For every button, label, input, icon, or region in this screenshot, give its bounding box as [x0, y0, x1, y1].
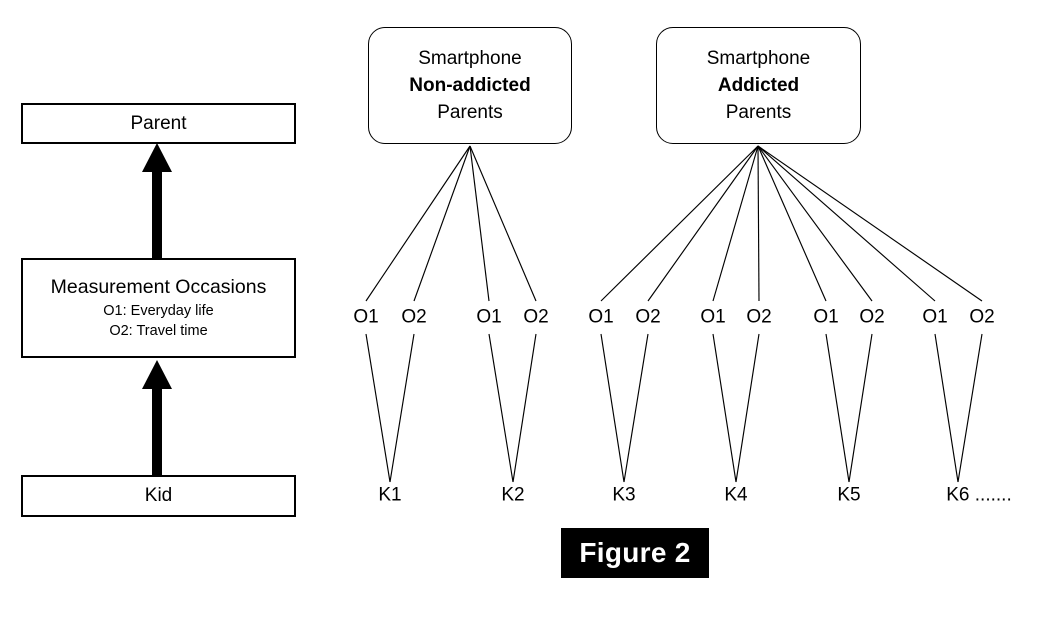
edge-nonaddicted-o1a — [365, 145, 471, 302]
occasion-label-1[interactable]: O1 — [353, 306, 379, 328]
level-title-measurement-occasions: Measurement Occasions — [50, 276, 267, 298]
kid-label-k1[interactable]: K1 — [378, 484, 402, 506]
occasion-label-2[interactable]: O2 — [401, 306, 427, 328]
group-line2-non-addicted: Non-addicted — [409, 75, 531, 96]
edge-nonaddicted-o2a — [413, 145, 471, 302]
edge-o2-k5 — [848, 333, 873, 483]
edge-addicted-o1a — [600, 145, 759, 302]
kid-label-k2[interactable]: K2 — [501, 484, 525, 506]
occasion-label-12[interactable]: O2 — [969, 306, 995, 328]
edge-o1-k5 — [825, 333, 850, 483]
level-box-measurement-occasions[interactable]: Measurement Occasions O1: Everyday life … — [21, 258, 296, 358]
occasion-label-8[interactable]: O2 — [746, 306, 772, 328]
edge-o2-k2 — [512, 333, 537, 483]
kid-label-k3[interactable]: K3 — [612, 484, 636, 506]
occasion-label-9[interactable]: O1 — [813, 306, 839, 328]
edge-o2-k4 — [735, 333, 760, 483]
arrow-kid-to-measure — [142, 360, 172, 475]
group-line1-non-addicted: Smartphone — [418, 48, 522, 69]
edge-addicted-o2a — [647, 145, 759, 302]
edge-o2-k6 — [957, 333, 983, 483]
edge-addicted-o2b — [757, 145, 760, 302]
level-subline-o2: O2: Travel time — [109, 323, 208, 339]
edge-nonaddicted-o1b — [469, 145, 490, 302]
edge-o1-k2 — [488, 333, 514, 483]
edge-addicted-o1d — [757, 145, 936, 302]
edge-addicted-o2d — [757, 145, 983, 302]
kid-label-k4[interactable]: K4 — [724, 484, 748, 506]
group-line1-addicted: Smartphone — [706, 48, 811, 69]
level-title-parent: Parent — [130, 112, 187, 134]
occasion-label-4[interactable]: O2 — [523, 306, 549, 328]
edge-addicted-o1c — [757, 145, 827, 302]
edge-o1-k6 — [934, 333, 959, 483]
edge-addicted-o1b — [712, 145, 759, 302]
edge-o1-k1 — [365, 333, 391, 483]
edge-o1-k4 — [712, 333, 737, 483]
arrow-measure-to-parent — [142, 143, 172, 258]
edge-nonaddicted-o2b — [469, 145, 537, 302]
kid-label-k5[interactable]: K5 — [837, 484, 861, 506]
edge-o1-k3 — [600, 333, 625, 483]
group-box-addicted[interactable]: Smartphone Addicted Parents — [656, 27, 861, 144]
occasion-label-3[interactable]: O1 — [476, 306, 502, 328]
level-title-kid: Kid — [144, 485, 173, 506]
occasion-label-7[interactable]: O1 — [700, 306, 726, 328]
level-box-parent[interactable]: Parent — [21, 103, 296, 144]
occasion-label-6[interactable]: O2 — [635, 306, 661, 328]
kid-label-k6[interactable]: K6 ....... — [946, 484, 1012, 506]
edge-o2-k1 — [389, 333, 415, 483]
occasion-label-5[interactable]: O1 — [588, 306, 614, 328]
group-line3-non-addicted: Parents — [437, 102, 503, 123]
group-line3-addicted: Parents — [725, 102, 792, 123]
occasion-label-10[interactable]: O2 — [859, 306, 885, 328]
edge-o2-k3 — [623, 333, 649, 483]
group-box-non-addicted[interactable]: Smartphone Non-addicted Parents — [368, 27, 572, 144]
figure-caption: Figure 2 — [561, 528, 709, 578]
occasion-label-11[interactable]: O1 — [922, 306, 948, 328]
group-line2-addicted: Addicted — [717, 75, 800, 96]
edge-addicted-o2c — [757, 145, 873, 302]
level-box-kid[interactable]: Kid — [21, 475, 296, 517]
level-subline-o1: O1: Everyday life — [103, 303, 214, 319]
